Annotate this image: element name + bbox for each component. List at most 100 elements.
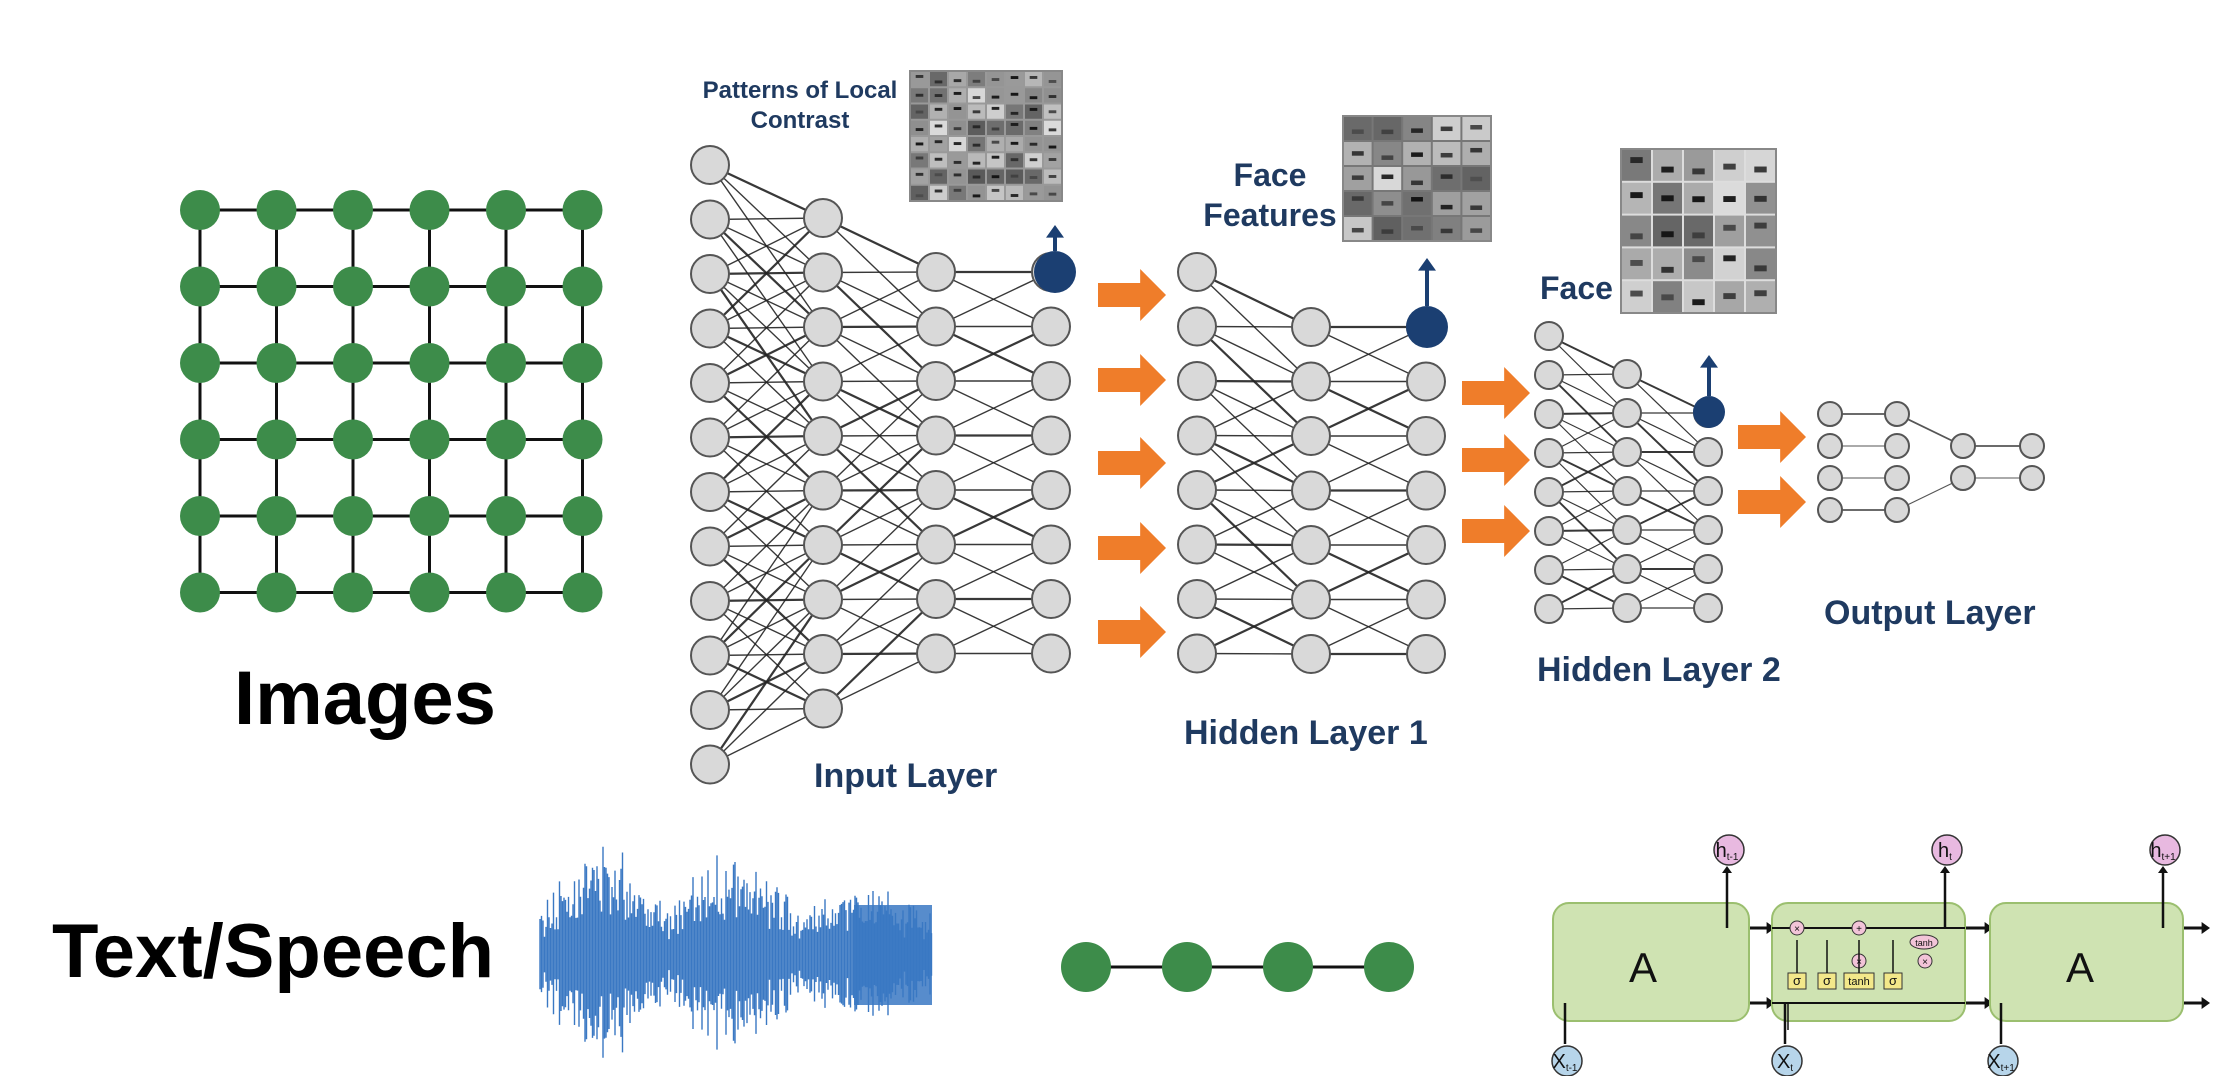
lstm-pointwise-op <box>1917 953 1933 969</box>
input-layer-node <box>803 688 843 729</box>
local-contrast-thumb-cell-mark <box>1010 92 1019 96</box>
hidden-layer-2-node <box>1534 477 1564 507</box>
local-contrast-thumb-cell-mark <box>934 94 943 98</box>
local-contrast-thumb-cell <box>930 120 947 135</box>
input-layer-edge <box>935 598 1052 655</box>
orange-arrow <box>1462 367 1530 419</box>
hidden-layer-1-edge <box>1196 598 1312 655</box>
input-layer-node <box>1031 306 1071 347</box>
grid-node <box>486 419 526 460</box>
local-contrast-thumb-cell <box>930 72 947 87</box>
input-layer-edge <box>822 325 937 383</box>
input-layer-node <box>803 470 843 511</box>
faces-thumb-cell-mark <box>1661 266 1674 273</box>
lstm-tanh-op <box>1909 934 1939 950</box>
lstm-output-arrowhead <box>1940 866 1950 873</box>
feature-arrow-head <box>1700 355 1718 368</box>
local-contrast-thumb-cell <box>968 72 985 87</box>
local-contrast-thumb-cell-mark <box>934 173 943 177</box>
lstm-tanh-op-label: tanh <box>1915 938 1933 948</box>
face-features-thumb-cell <box>1403 192 1431 215</box>
feature-arrow-head <box>1418 258 1436 271</box>
faces-thumb-cell-mark <box>1630 192 1643 199</box>
grid-node <box>256 343 297 383</box>
local-contrast-thumb-cell <box>1006 120 1023 135</box>
local-contrast-thumb-cell <box>1006 185 1023 200</box>
hidden-layer-2-node <box>1693 593 1723 623</box>
input-layer-node <box>690 690 730 730</box>
grid-node <box>409 572 450 613</box>
lstm-cell-left <box>1552 902 1750 1022</box>
local-contrast-thumb-cell <box>1025 72 1042 87</box>
local-contrast-thumb-cell <box>949 104 966 119</box>
faces-thumb-cell <box>1684 281 1713 312</box>
grid-node <box>333 496 373 536</box>
hidden-layer-1-edge <box>1310 543 1427 601</box>
sequence-node <box>1162 942 1212 992</box>
face-features-thumb-cell-mark <box>1440 126 1453 132</box>
output-layer-node <box>1817 401 1843 427</box>
lstm-arrow <box>1984 997 1993 1009</box>
input-layer-node <box>916 252 956 292</box>
hidden-layer-1-node <box>1177 579 1217 619</box>
local-contrast-thumb-cell <box>1044 120 1061 135</box>
local-contrast-thumb-cell-mark <box>1029 192 1038 196</box>
input-layer-node <box>916 524 956 565</box>
input-layer-edge <box>822 489 937 601</box>
local-contrast-thumb-cell-mark <box>953 160 962 164</box>
faces-thumb-cell-mark <box>1723 196 1736 202</box>
face-features-thumb-cell-mark <box>1440 228 1453 234</box>
input-layer-edge <box>822 380 937 492</box>
input-layer-edge <box>709 490 824 656</box>
local-contrast-thumb-cell-mark <box>972 79 981 83</box>
hidden-layer-1-node <box>1177 524 1217 565</box>
face-features-thumb-cell <box>1373 142 1402 165</box>
image-grid-graph <box>180 190 603 613</box>
local-contrast-thumb-cell-mark <box>1048 145 1057 149</box>
input-layer-edge <box>935 488 1052 546</box>
local-contrast-thumb-cell <box>968 153 985 168</box>
faces-thumb-cell-mark <box>1661 294 1674 301</box>
lstm-arrow <box>2201 922 2210 934</box>
faces-thumb-cell <box>1684 150 1713 181</box>
hidden-layer-1-node <box>1177 470 1217 510</box>
grid-node <box>256 572 297 613</box>
input-layer-edge <box>709 380 824 493</box>
local-contrast-thumb-cell <box>987 185 1004 200</box>
output-layer-node <box>1817 497 1843 523</box>
input-layer-node <box>690 417 730 458</box>
orange-arrow <box>1462 505 1530 557</box>
hidden-layer-2-node <box>1693 554 1723 584</box>
input-layer-node <box>690 199 730 240</box>
hidden-layer-2-node <box>1534 438 1564 468</box>
local-contrast-thumb-cell-mark <box>991 155 1000 159</box>
local-contrast-thumb-cell <box>1044 137 1061 152</box>
local-contrast-thumb-cell <box>911 169 928 184</box>
faces-thumb-cell-mark <box>1754 290 1767 297</box>
lstm-input-current-text: Xt <box>1777 1051 1793 1074</box>
local-contrast-thumb-cell-mark <box>991 140 1000 144</box>
local-contrast-thumb-cell-mark <box>915 156 924 160</box>
input-layer-edge <box>935 434 1052 491</box>
sequence-graph <box>1061 942 1414 992</box>
faces-thumb-cell-mark <box>1692 256 1705 263</box>
local-contrast-thumb-cell-mark <box>934 107 943 111</box>
input-layer-node <box>803 579 843 620</box>
local-contrast-thumb-cell-mark <box>934 80 943 84</box>
faces-thumb-cell <box>1684 248 1713 280</box>
local-contrast-thumb-cell-mark <box>991 78 1000 81</box>
input-layer-node <box>916 633 956 674</box>
grid-node <box>409 266 450 307</box>
input-layer-edge <box>822 598 937 655</box>
input-layer-node <box>690 581 730 621</box>
local-contrast-thumb-cell-mark <box>1048 110 1057 114</box>
local-contrast-thumb-cell-mark <box>915 142 924 146</box>
hidden-layer-1-node <box>1291 470 1331 511</box>
faces-thumb-cell-mark <box>1754 195 1767 202</box>
local-contrast-thumb-cell-mark <box>991 175 1000 179</box>
input-layer-edge <box>709 326 824 439</box>
local-contrast-thumb-cell-mark <box>991 188 1000 192</box>
grid-node <box>180 266 220 307</box>
hidden-layer-2-node <box>1612 398 1642 428</box>
